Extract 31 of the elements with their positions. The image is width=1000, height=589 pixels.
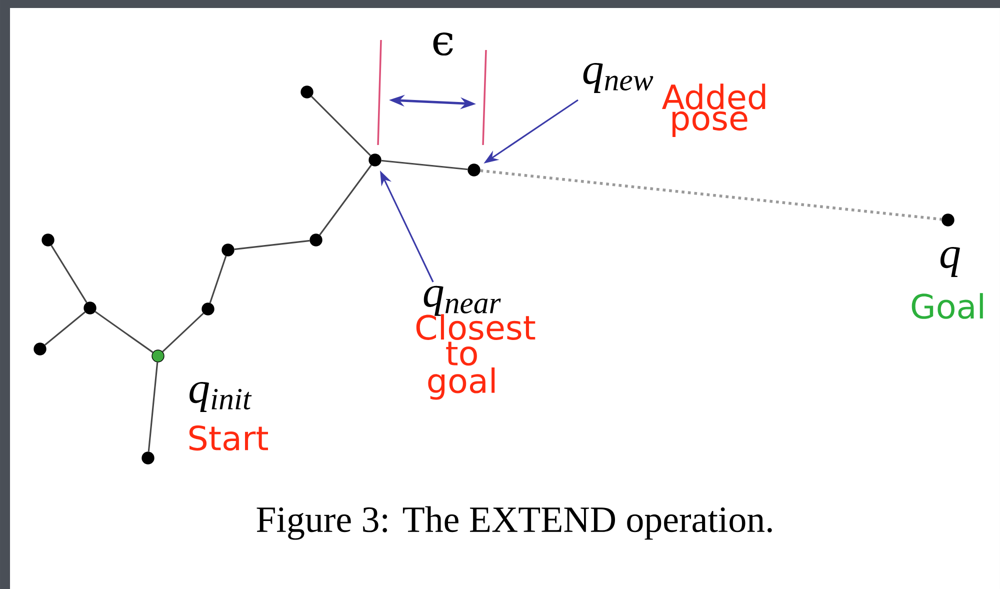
tree-point [310, 234, 322, 246]
dimension-label: ϵ [433, 32, 453, 56]
tree-point [942, 214, 954, 226]
point-label: q$_{near}$ Closest to goal [416, 286, 536, 400]
tree-point [368, 154, 382, 166]
tree-edge [209, 256, 227, 304]
tree-edge [94, 311, 154, 353]
tree-point [42, 234, 54, 246]
tree-point [34, 342, 46, 356]
point-label: q$_{init}$ [190, 382, 252, 412]
tree-edge [319, 164, 372, 236]
tree-edge [148, 362, 158, 452]
tree-edge [381, 160, 468, 170]
tree-edge [234, 240, 310, 250]
point-label: q [940, 246, 960, 277]
tree-point [152, 350, 164, 362]
tree-point [202, 302, 214, 316]
tree-edge [162, 312, 204, 352]
tree-edge [310, 96, 372, 156]
tree-point [300, 86, 314, 98]
tree-edge [50, 244, 88, 303]
tree-edge [44, 311, 86, 346]
tree-point [84, 302, 96, 314]
tree-point [222, 244, 234, 256]
point-label: Goal [912, 293, 983, 319]
tree-point [142, 452, 154, 464]
tree-point [468, 164, 480, 176]
point-label: Start [189, 425, 268, 451]
tree-edge [480, 169, 942, 221]
caption: Figure 3: The EXTEND operation. [256, 506, 772, 540]
point-label: q$_{new}$ Added pose [583, 62, 766, 138]
